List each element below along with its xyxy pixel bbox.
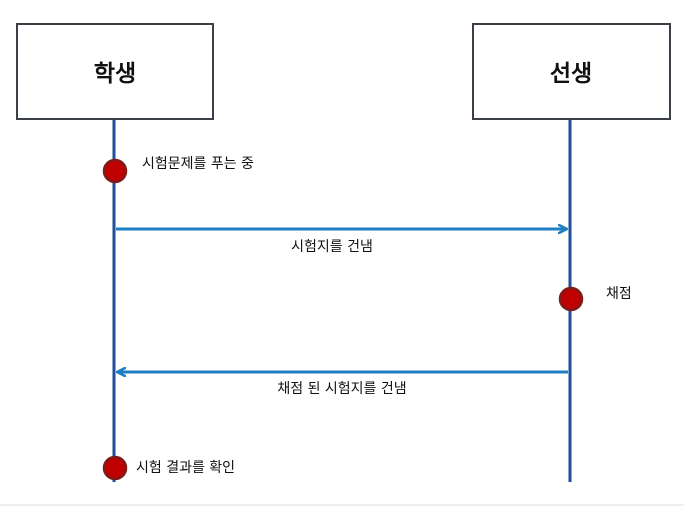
- event-teacher-grading-dot: [558, 286, 584, 312]
- actor-teacher-label: 선생: [550, 61, 592, 87]
- event-teacher-grading-label: 채점: [606, 286, 632, 302]
- event-student-result-label: 시험 결과를 확인: [136, 460, 235, 476]
- actor-teacher: 선생: [472, 23, 671, 120]
- event-student-solving-dot: [102, 158, 128, 184]
- message-student-to-teacher-label: 시험지를 건냄: [291, 239, 373, 255]
- message-teacher-to-student-label: 채점 된 시험지를 건냄: [277, 381, 406, 397]
- actor-student-label: 학생: [94, 61, 136, 87]
- actor-student: 학생: [16, 23, 214, 120]
- actor-teacher-box: [472, 23, 671, 120]
- actor-student-box: [16, 23, 214, 120]
- event-student-solving-label: 시험문제를 푸는 중: [142, 156, 254, 172]
- event-student-result-dot: [102, 455, 128, 481]
